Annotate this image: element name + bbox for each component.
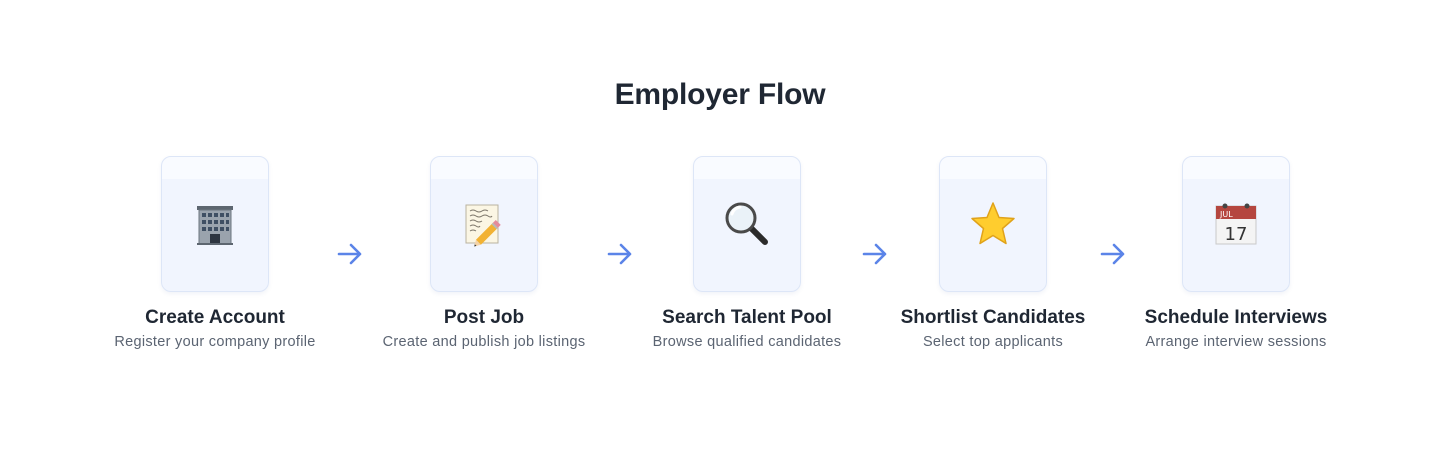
- diagram-title: Employer Flow: [614, 78, 826, 111]
- step-card: [939, 156, 1047, 292]
- calendar-day: 17: [1225, 224, 1248, 245]
- arrow-right-icon: [1100, 243, 1125, 265]
- calendar-month: JUL: [1219, 210, 1233, 219]
- star-icon: [971, 202, 1015, 245]
- step-card: JUL 17: [1182, 156, 1290, 292]
- arrow-right-icon: [337, 243, 362, 265]
- arrow-right-icon: [862, 243, 887, 265]
- magnifying-glass-icon: [725, 202, 768, 245]
- office-building-icon: [197, 206, 233, 245]
- step-description: Register your company profile: [114, 334, 316, 350]
- step-title: Shortlist Candidates: [900, 307, 1086, 328]
- step-card: [161, 156, 269, 292]
- step-title: Post Job: [443, 307, 525, 328]
- step-card: [693, 156, 801, 292]
- step-description: Create and publish job listings: [382, 334, 586, 350]
- step-title: Create Account: [145, 307, 285, 328]
- memo-pencil-icon: [465, 204, 501, 247]
- step-title: Schedule Interviews: [1144, 307, 1328, 328]
- arrow-right-icon: [607, 243, 632, 265]
- step-shortlist-candidates: Shortlist Candidates Select top applican…: [863, 156, 1123, 352]
- step-title: Search Talent Pool: [662, 307, 832, 328]
- step-description: Browse qualified candidates: [652, 334, 842, 350]
- step-search-talent-pool: Search Talent Pool Browse qualified cand…: [617, 156, 877, 352]
- step-card: [430, 156, 538, 292]
- step-description: Select top applicants: [922, 334, 1064, 350]
- step-post-job: Post Job Create and publish job listings: [354, 156, 614, 352]
- step-description: Arrange interview sessions: [1145, 334, 1327, 350]
- step-schedule-interviews: JUL 17 Schedule Interviews Arrange inter…: [1106, 156, 1366, 352]
- step-create-account: Create Account Register your company pro…: [85, 156, 345, 352]
- calendar-icon: JUL 17: [1215, 203, 1257, 245]
